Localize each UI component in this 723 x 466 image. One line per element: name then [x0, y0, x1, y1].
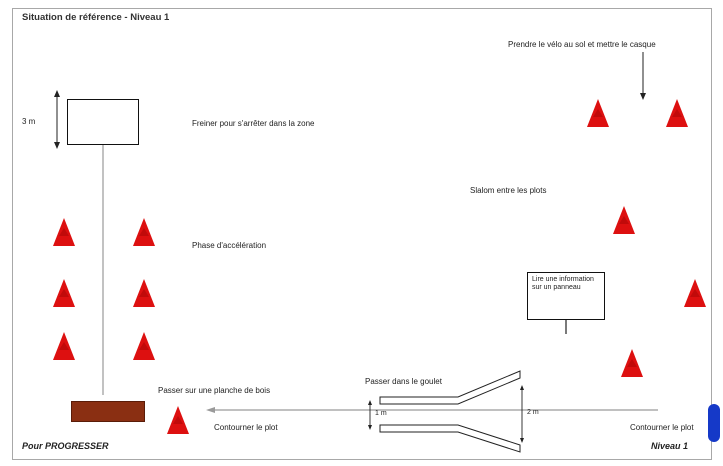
gully-lower-rail: [379, 424, 521, 453]
gully-funnel: [379, 370, 521, 453]
cone-go-around-left: [167, 406, 189, 434]
gully-upper-rail: [379, 370, 521, 405]
cone-accel-6: [133, 332, 155, 360]
dim-3m-head-bottom: [54, 142, 60, 149]
label-1m: 1 m: [375, 410, 387, 417]
label-brake: Freiner pour s'arrêter dans la zone: [192, 119, 315, 128]
label-go-around-right: Contourner le plot: [630, 423, 694, 432]
label-slalom: Slalom entre les plots: [470, 186, 547, 195]
diagram-title: Situation de référence - Niveau 1: [22, 12, 170, 23]
braking-zone-box: [67, 99, 139, 145]
label-plank: Passer sur une planche de bois: [158, 386, 271, 395]
label-go-around-left: Contourner le plot: [214, 423, 278, 432]
footer-progress-label: Pour PROGRESSER: [22, 441, 109, 451]
bike-marker: [708, 404, 720, 442]
cone-slalom-2: [684, 279, 706, 307]
footer-level-label: Niveau 1: [651, 441, 689, 451]
cone-start-left: [587, 99, 609, 127]
cone-accel-5: [53, 332, 75, 360]
cone-slalom-1: [613, 206, 635, 234]
wooden-plank: [71, 401, 145, 422]
dim-3m-head-top: [54, 90, 60, 97]
cone-accel-2: [133, 218, 155, 246]
cone-accel-4: [133, 279, 155, 307]
label-take-bike: Prendre le vélo au sol et mettre le casq…: [508, 40, 656, 49]
bottom-path-arrow-head: [206, 407, 215, 413]
label-3m: 3 m: [22, 117, 36, 126]
diagram-frame: [12, 8, 712, 460]
cone-accel-1: [53, 218, 75, 246]
info-panel-sign: Lire une information sur un panneau: [527, 272, 605, 320]
label-acceleration: Phase d'accélération: [192, 241, 267, 250]
label-gully: Passer dans le goulet: [365, 377, 442, 386]
cone-start-right: [666, 99, 688, 127]
cone-slalom-3: [621, 349, 643, 377]
label-2m: 2 m: [527, 409, 539, 416]
cone-accel-3: [53, 279, 75, 307]
start-arrow-head: [640, 93, 646, 100]
